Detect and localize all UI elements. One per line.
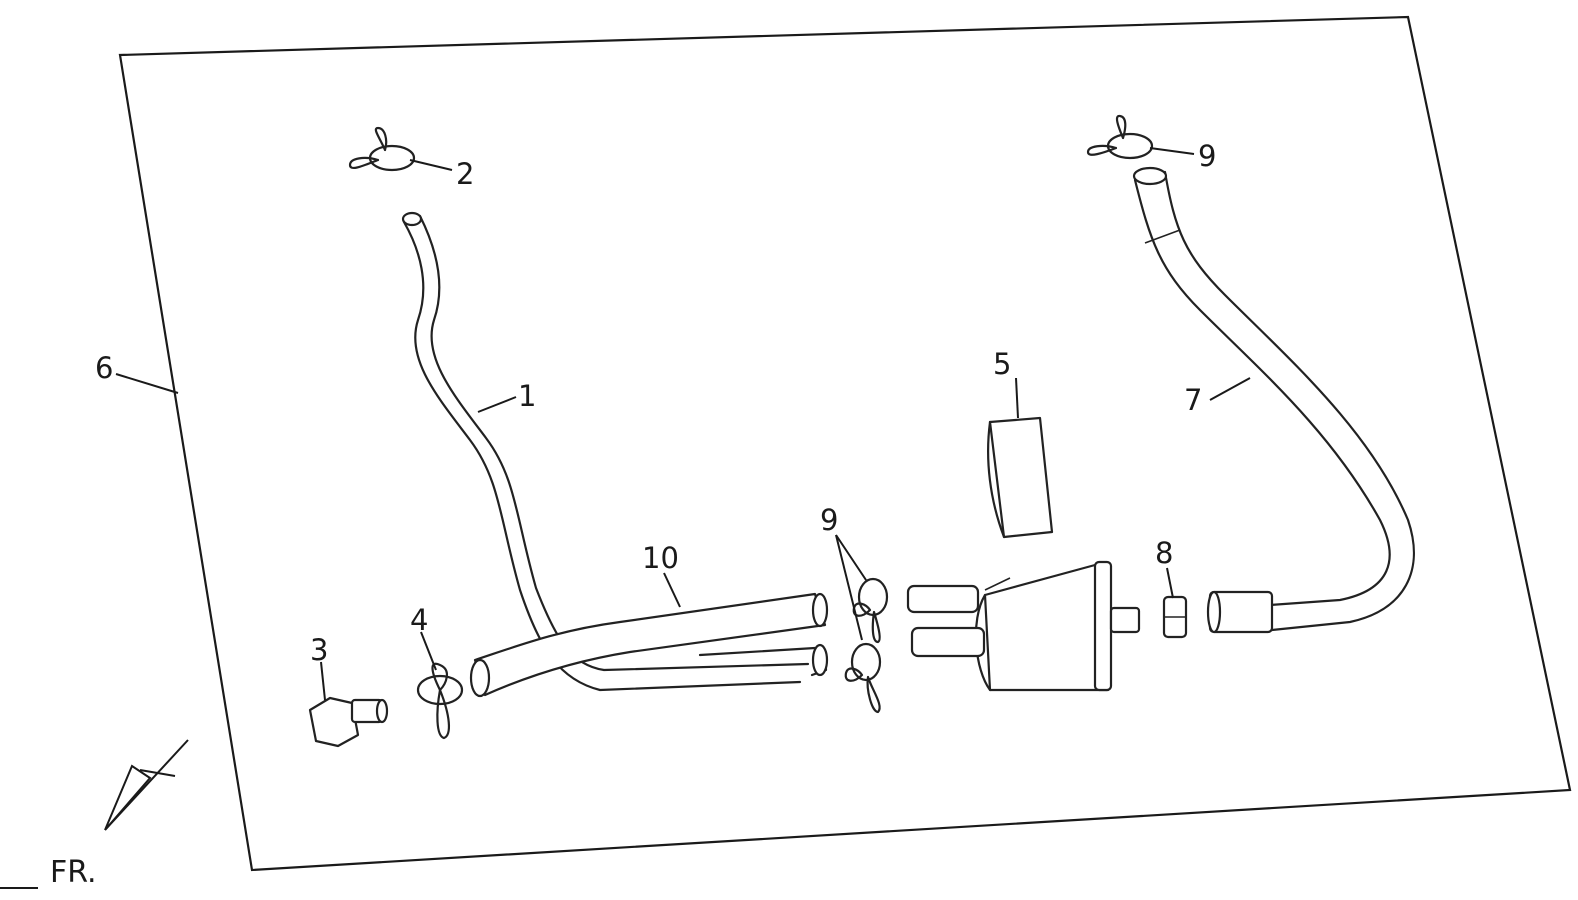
callout-4: 4	[410, 603, 428, 637]
hose-part-7	[1132, 166, 1415, 634]
canister-filter	[906, 560, 1141, 692]
leader-lines	[115, 147, 1251, 701]
callout-9-mid: 9	[820, 503, 838, 537]
callout-1: 1	[518, 379, 536, 413]
callout-9-top: 9	[1198, 139, 1216, 173]
spring-clamp-icon	[348, 126, 416, 172]
sleeve-part-5	[987, 416, 1054, 539]
spring-clamp-icon	[1086, 114, 1154, 160]
fitting-part-8	[1162, 595, 1188, 639]
callout-8: 8	[1155, 536, 1173, 570]
spring-clamp-icon	[416, 662, 464, 740]
callout-5: 5	[993, 347, 1011, 381]
hose-part-10	[469, 592, 829, 698]
callout-3: 3	[310, 633, 328, 667]
callout-7: 7	[1184, 383, 1202, 417]
callout-10: 10	[642, 541, 679, 575]
callout-6: 6	[95, 351, 113, 385]
bolt-part-3	[308, 696, 389, 748]
direction-label: FR.	[50, 855, 97, 890]
callout-2: 2	[456, 157, 474, 191]
front-arrow-icon	[0, 739, 189, 889]
